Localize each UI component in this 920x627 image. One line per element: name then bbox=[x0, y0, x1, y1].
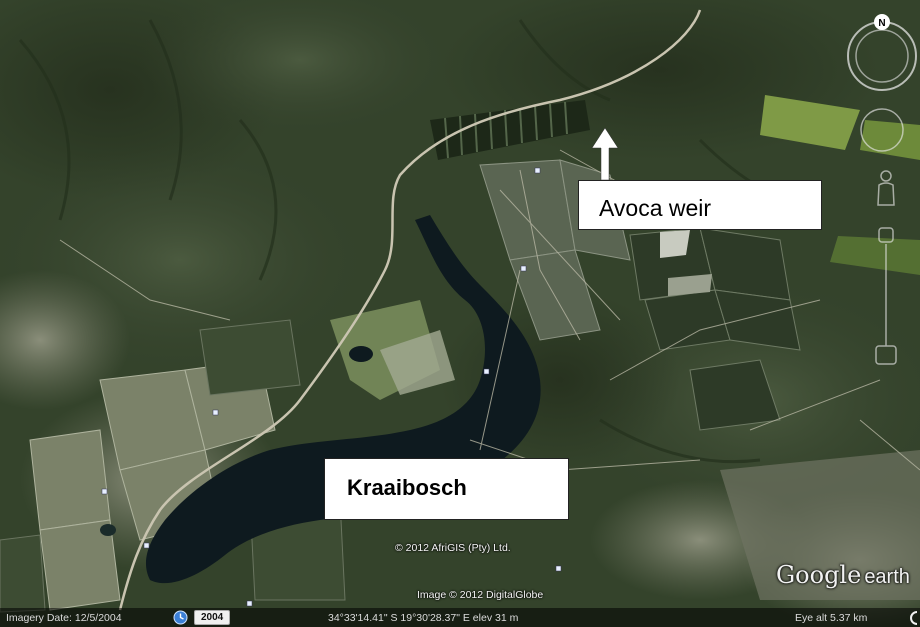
history-year-button[interactable]: 2004 bbox=[194, 610, 231, 625]
eye-altitude: Eye alt 5.37 km bbox=[795, 612, 868, 624]
historical-imagery-icon[interactable] bbox=[173, 610, 188, 625]
digitalglobe-credit: Image © 2012 DigitalGlobe bbox=[417, 589, 544, 601]
compass-north-label: N bbox=[878, 18, 885, 29]
look-joystick-icon[interactable] bbox=[860, 108, 904, 152]
afrigis-credit: © 2012 AfriGIS (Pty) Ltd. bbox=[395, 542, 511, 554]
zoom-slider-icon[interactable] bbox=[875, 227, 897, 365]
imagery-date: Imagery Date: 12/5/2004 bbox=[6, 612, 122, 624]
kraaibosch-label: Kraaibosch bbox=[324, 458, 569, 520]
logo-earth-text: earth bbox=[864, 566, 910, 588]
compass-icon[interactable]: N bbox=[847, 14, 917, 91]
arrow-up-icon bbox=[591, 128, 619, 180]
logo-google-text: Google bbox=[776, 561, 862, 589]
street-view-pegman-icon[interactable] bbox=[877, 170, 895, 206]
status-bar: Imagery Date: 12/5/2004 2004 34°33'14.41… bbox=[0, 608, 920, 627]
navigation-controls[interactable]: N bbox=[838, 10, 920, 380]
pointer-coordinates: 34°33'14.41" S 19°30'28.37" E elev 31 m bbox=[328, 612, 519, 624]
avoca-weir-label: Avoca weir bbox=[578, 180, 822, 230]
streaming-icon bbox=[910, 611, 918, 625]
